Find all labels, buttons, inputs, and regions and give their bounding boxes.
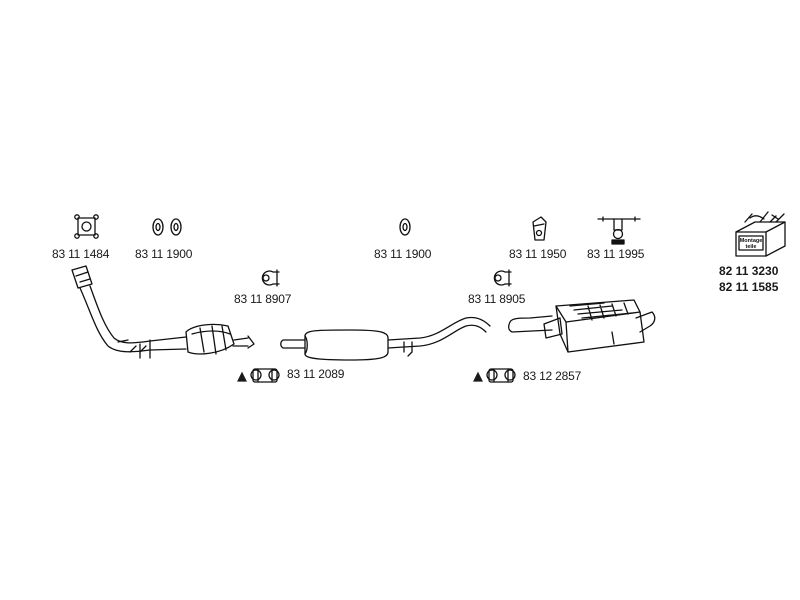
part-number-clamp-right[interactable]: 83 11 8905 — [468, 292, 526, 306]
part-number-flange-gasket[interactable]: 83 11 1484 — [52, 247, 110, 261]
part-number-hanger[interactable]: 83 11 1950 — [509, 247, 567, 261]
warning-triangle-icon: ▲ — [473, 369, 483, 384]
pipe-clamp-icon[interactable] — [261, 269, 280, 287]
rubber-ring-icon[interactable] — [152, 218, 182, 236]
pipe-clamp-icon[interactable] — [493, 269, 512, 287]
part-number-rubber-ring[interactable]: 83 11 1900 — [374, 247, 432, 261]
part-number-bracket[interactable]: 83 11 1995 — [587, 247, 645, 261]
middle-silencer-pipe — [280, 316, 491, 361]
part-number-sleeve-right[interactable]: 83 12 2857 — [523, 369, 582, 383]
rubber-ring-icon[interactable] — [399, 218, 411, 236]
connector-sleeve-icon[interactable] — [250, 368, 280, 383]
part-number-kit-1[interactable]: 82 11 3230 — [719, 264, 779, 278]
square-flange-gasket-icon[interactable] — [74, 214, 99, 239]
part-number-clamp-left[interactable]: 83 11 8907 — [234, 292, 292, 306]
warning-triangle-icon: ▲ — [237, 369, 247, 384]
mounting-bracket-icon[interactable] — [597, 216, 641, 245]
rear-silencer — [508, 299, 656, 353]
kit-box-label: Montage teile — [740, 238, 763, 250]
front-pipe-with-catalyst — [71, 265, 255, 359]
part-number-rubber-rings[interactable]: 83 11 1900 — [135, 247, 193, 261]
svg-text:teile: teile — [745, 244, 756, 250]
part-number-kit-2[interactable]: 82 11 1585 — [719, 280, 779, 294]
connector-sleeve-icon[interactable] — [486, 368, 516, 383]
rubber-hanger-icon[interactable] — [532, 216, 547, 241]
part-number-sleeve-left[interactable]: 83 11 2089 — [287, 367, 345, 381]
svg-text:Montage: Montage — [740, 238, 763, 244]
mounting-kit-box-icon[interactable] — [735, 211, 786, 257]
